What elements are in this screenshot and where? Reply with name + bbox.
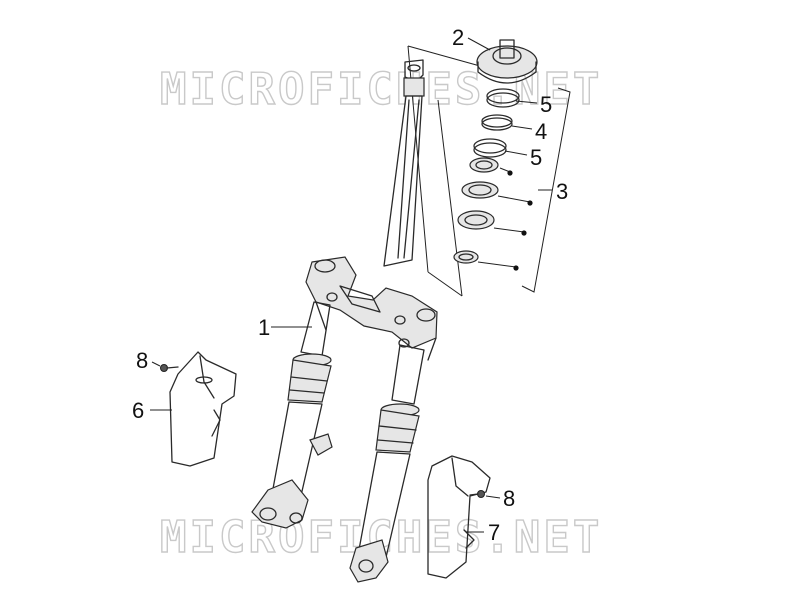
right-fork-leg	[349, 344, 425, 583]
headset-stack	[453, 39, 538, 264]
callout-1: 1	[258, 315, 270, 340]
steering-stem	[383, 59, 425, 267]
callout-5-upper: 5	[540, 92, 552, 117]
callout-4: 4	[535, 119, 547, 144]
callout-3: 3	[556, 179, 568, 204]
bearing-set	[453, 157, 499, 264]
ring-upper	[486, 88, 520, 108]
leader-lines	[150, 37, 538, 533]
left-screw	[160, 364, 179, 372]
callout-8-left: 8	[136, 348, 148, 373]
right-fork-cover	[427, 455, 491, 579]
callout-2: 2	[452, 25, 464, 50]
triple-clamp	[305, 256, 438, 361]
left-fork-cover	[169, 351, 237, 467]
callout-8-right: 8	[503, 486, 515, 511]
ring-lower	[473, 138, 507, 158]
right-screw	[469, 490, 485, 498]
callout-6: 6	[132, 398, 144, 423]
washer	[481, 114, 513, 131]
top-nut	[476, 39, 538, 84]
callout-5-lower: 5	[530, 145, 542, 170]
left-fork-leg	[251, 301, 333, 529]
callout-7: 7	[488, 520, 500, 545]
part-3-bracket	[477, 87, 571, 293]
